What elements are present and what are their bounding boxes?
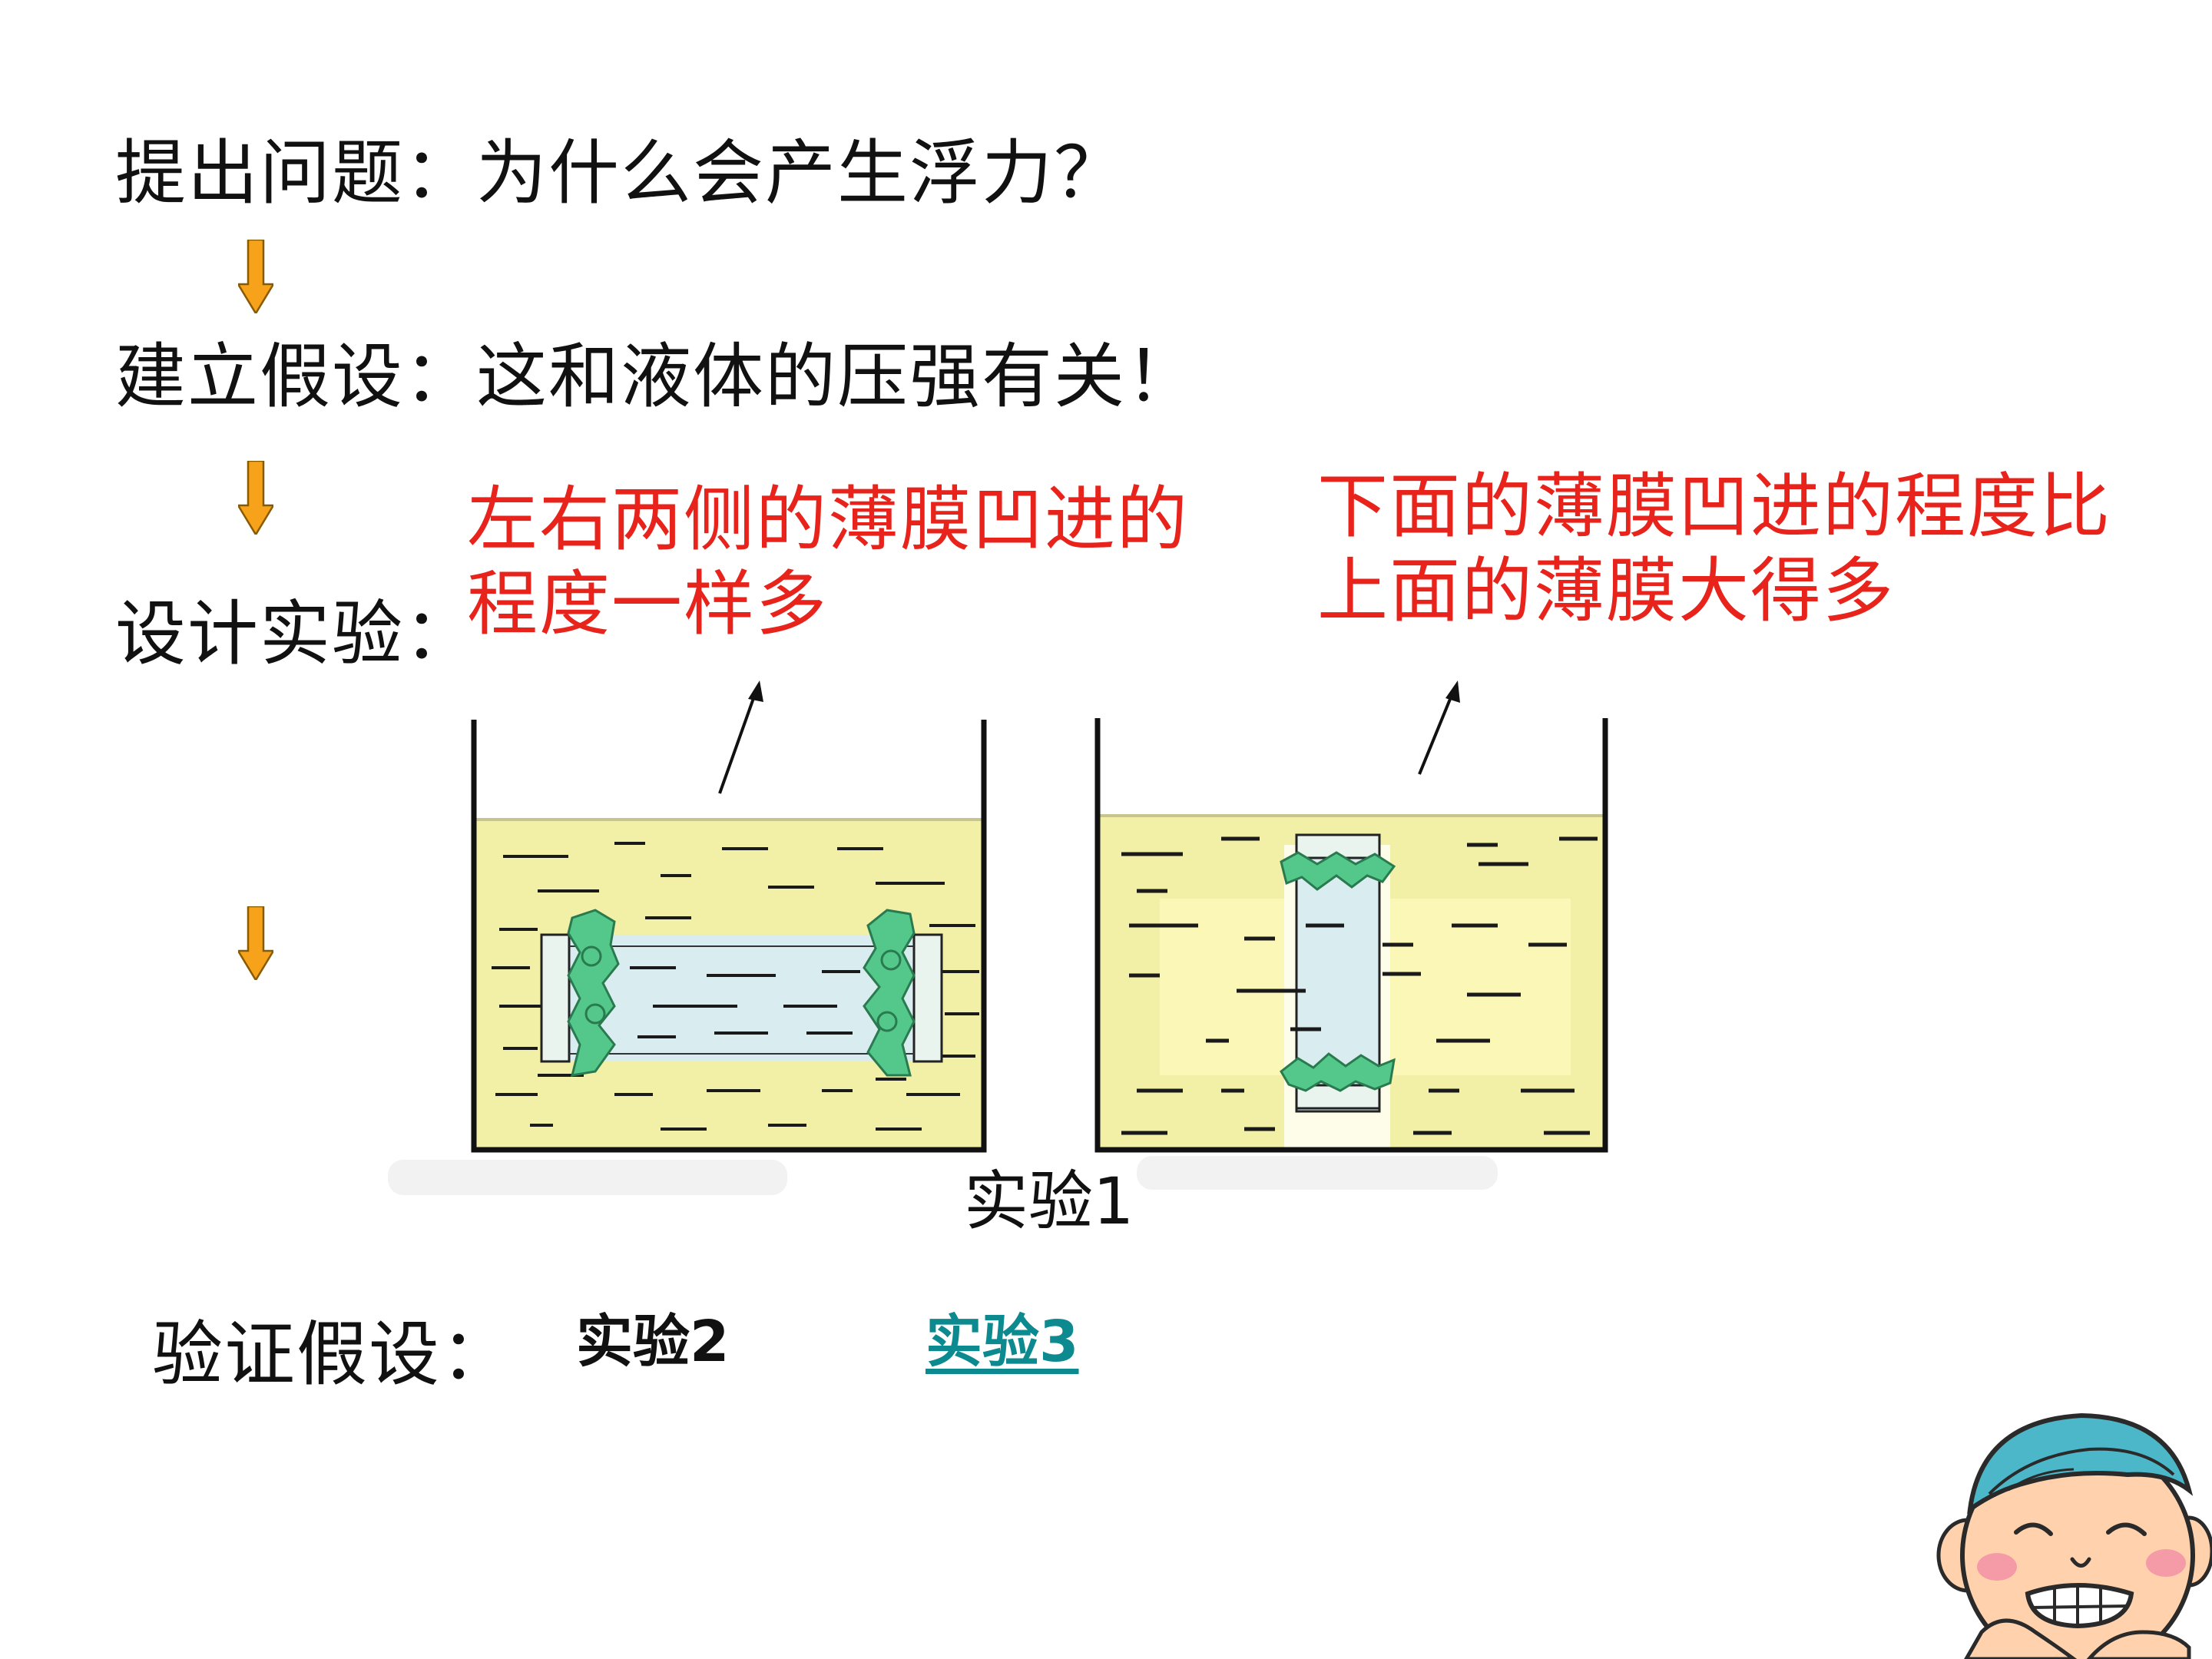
step-hypothesis: 建立假设：这和液体的压强有关！ xyxy=(115,336,1199,418)
step-question: 提出问题：为什么会产生浮力？ xyxy=(115,132,1127,214)
down-arrow-icon xyxy=(238,461,273,535)
liquid-dashes-right xyxy=(1121,836,1598,1135)
note-right: 下面的薄膜凹进的程度比 上面的薄膜大得多 xyxy=(1317,465,2111,634)
beaker-right xyxy=(1094,680,1608,1153)
down-arrow-icon xyxy=(238,906,273,980)
step-design: 设计实验： xyxy=(115,593,477,675)
step-verify: 验证假设： xyxy=(152,1313,514,1396)
ground-shadow xyxy=(388,1156,1498,1195)
experiment-3-link[interactable]: 实验3 xyxy=(926,1309,1079,1375)
note-right-line1: 下面的薄膜凹进的程度比 xyxy=(1317,465,2112,548)
membrane-right-side xyxy=(863,909,916,1077)
note-left: 左右两侧的薄膜凹进的 程度一样多 xyxy=(467,478,1189,647)
liquid-dashes-left xyxy=(492,842,979,1131)
down-arrow-icon xyxy=(238,240,273,313)
tube-vertical xyxy=(1284,833,1390,1152)
beaker-left xyxy=(471,680,987,1153)
note-left-line2: 程度一样多 xyxy=(467,563,829,646)
experiment-2-label: 实验2 xyxy=(576,1309,730,1375)
cartoon-boy-face xyxy=(1936,1412,2212,1659)
note-right-line2: 上面的薄膜大得多 xyxy=(1317,550,1896,633)
membrane-top xyxy=(1280,851,1396,891)
membrane-bottom xyxy=(1280,1052,1396,1092)
note-left-line1: 左右两侧的薄膜凹进的 xyxy=(467,478,1190,561)
membrane-left-side xyxy=(567,909,620,1077)
experiment-1-caption: 实验1 xyxy=(964,1164,1134,1239)
